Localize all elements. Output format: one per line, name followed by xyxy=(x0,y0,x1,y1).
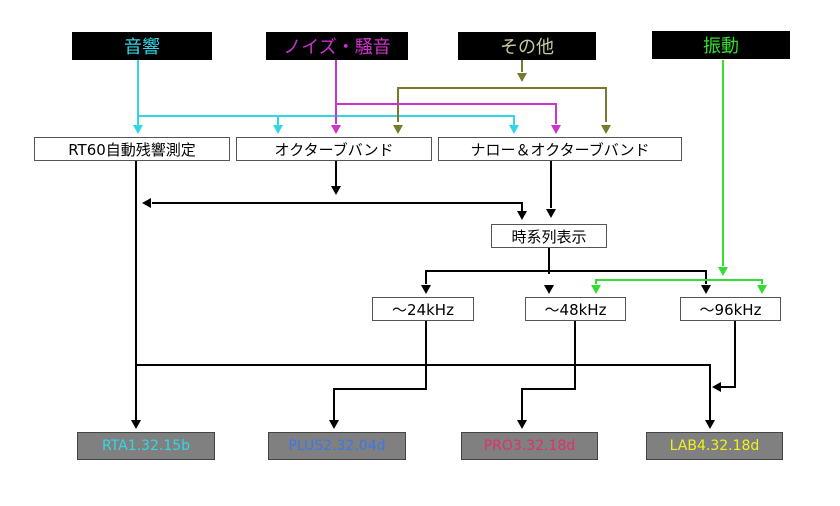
category-other-label: その他 xyxy=(500,37,554,58)
arrow-noise-octave xyxy=(331,125,341,134)
arrow-noise-narrow xyxy=(551,125,561,134)
node-range-96khz: ～96kHz xyxy=(680,297,781,321)
node-time-series: 時系列表示 xyxy=(491,224,607,248)
wire-acoustics-trunk xyxy=(137,60,515,126)
node-rt60-label: RT60自動残響測定 xyxy=(68,140,196,159)
wire-noise-narrow xyxy=(336,103,557,124)
node-narrow-octave-band-label: ナロー＆オクターブバンド xyxy=(470,140,650,159)
arrow-vibration-48 xyxy=(591,285,601,294)
arrow-96-lab xyxy=(712,382,721,392)
arrow-lab xyxy=(705,420,715,429)
category-vibration: 振動 xyxy=(652,31,790,59)
node-range-96khz-label: ～96kHz xyxy=(699,300,762,319)
arrow-acoustics-rt60 xyxy=(133,125,143,134)
product-lab: LAB4.32.18d xyxy=(646,432,783,460)
wire-24-plus xyxy=(333,321,427,420)
arrow-timeseries-in xyxy=(517,211,527,220)
arrow-feedback-left xyxy=(142,198,151,208)
product-pro: PRO3.32.18d xyxy=(461,432,598,460)
category-acoustics: 音響 xyxy=(72,32,212,60)
node-octave-band: オクターブバンド xyxy=(236,137,432,161)
node-octave-band-label: オクターブバンド xyxy=(274,140,394,159)
node-rt60: RT60自動残響測定 xyxy=(34,137,230,161)
product-plus-label: PLUS2.32.04d xyxy=(288,438,386,454)
category-noise: ノイズ・騒音 xyxy=(266,32,408,60)
arrow-acoustics-octave xyxy=(273,125,283,134)
arrow-vibration-in xyxy=(718,267,728,276)
arrow-rta xyxy=(131,420,141,429)
arrow-acoustics-narrow xyxy=(509,125,519,134)
wire-feedback-left xyxy=(152,202,523,212)
arrow-other-in xyxy=(517,73,527,82)
arrow-vibration-96 xyxy=(757,285,767,294)
node-range-48khz: ～48kHz xyxy=(525,297,626,321)
arrow-narrow-down xyxy=(546,209,556,218)
category-noise-label: ノイズ・騒音 xyxy=(283,37,391,58)
arrow-other-narrow xyxy=(601,125,611,134)
node-range-24khz-label: ～24kHz xyxy=(392,300,454,319)
node-range-48khz-label: ～48kHz xyxy=(544,300,607,319)
wire-96-lab xyxy=(720,321,736,388)
arrow-range-48 xyxy=(544,285,554,294)
node-time-series-label: 時系列表示 xyxy=(511,227,587,246)
product-plus: PLUS2.32.04d xyxy=(268,432,406,460)
category-vibration-label: 振動 xyxy=(703,36,739,57)
arrow-octave-down xyxy=(331,186,341,195)
arrow-pro xyxy=(517,420,527,429)
node-narrow-octave-band: ナロー＆オクターブバンド xyxy=(438,137,682,161)
product-rta: RTA1.32.15b xyxy=(77,432,215,460)
product-lab-label: LAB4.32.18d xyxy=(669,438,760,454)
category-acoustics-label: 音響 xyxy=(124,37,160,58)
wire-48-pro xyxy=(521,321,576,420)
product-rta-label: RTA1.32.15b xyxy=(101,438,191,454)
wire-vibration-bar xyxy=(595,279,763,284)
arrow-range-96 xyxy=(701,285,711,294)
category-other: その他 xyxy=(458,32,596,60)
wire-ranges-bar xyxy=(425,270,707,284)
arrow-other-octave xyxy=(393,125,403,134)
arrow-range-24 xyxy=(421,285,431,294)
arrow-plus xyxy=(329,420,339,429)
node-range-24khz: ～24kHz xyxy=(372,297,474,321)
product-pro-label: PRO3.32.18d xyxy=(483,438,576,454)
wire-rt60-lab xyxy=(136,364,711,420)
